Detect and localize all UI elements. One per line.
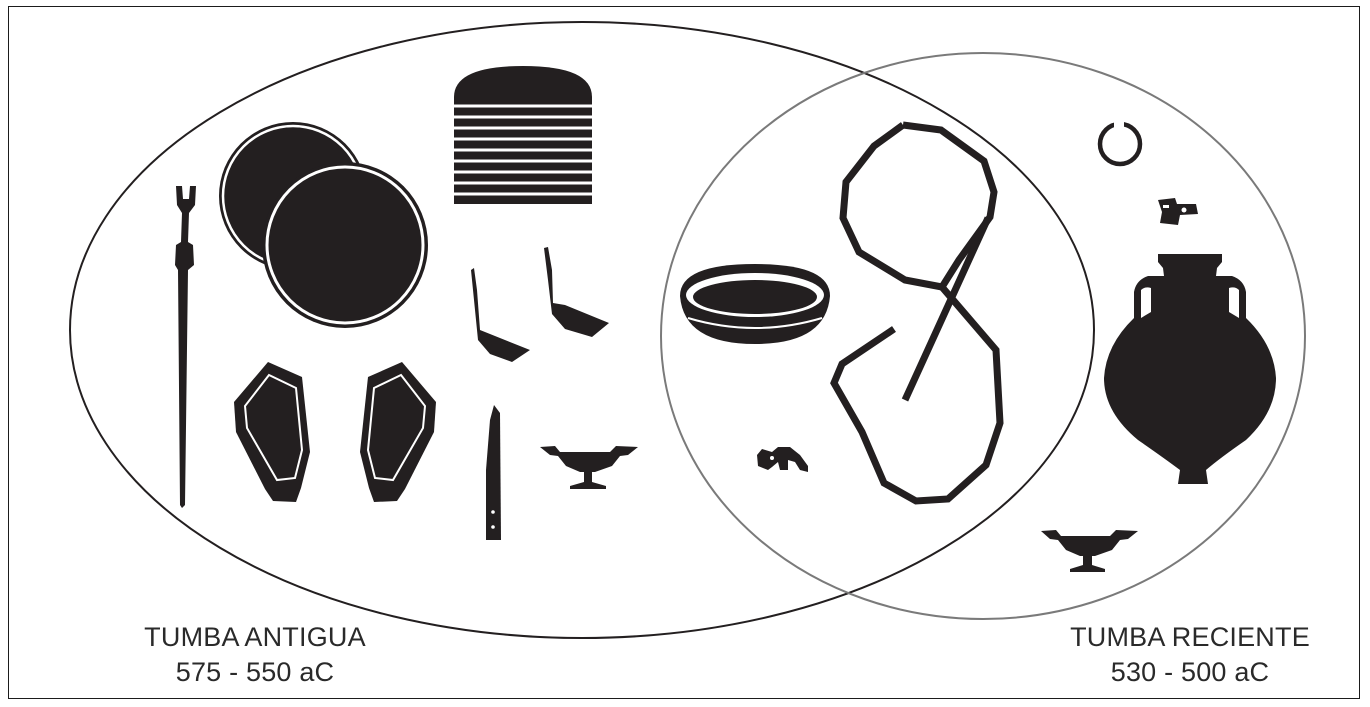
kylix-cup-icon	[540, 446, 638, 489]
old-tomb-dates: 575 - 550 aC	[105, 655, 405, 690]
amphora-icon	[1104, 254, 1276, 484]
buckle-icon	[1158, 198, 1198, 225]
ladle-icon	[471, 268, 530, 362]
new-tomb-title: TUMBA RECIENTE	[1040, 620, 1340, 655]
grill-icon	[454, 66, 592, 204]
greave-icon	[360, 362, 436, 502]
kylix-cup-icon	[1041, 530, 1138, 572]
greave-icon	[234, 362, 310, 502]
round-shield-icon	[262, 162, 428, 328]
old-tomb-caption: TUMBA ANTIGUA 575 - 550 aC	[105, 620, 405, 689]
sword-icon	[175, 186, 196, 508]
figure-eight-ring-icon	[834, 125, 1000, 501]
dish-icon	[680, 264, 830, 344]
knife-icon	[486, 405, 501, 540]
old-tomb-title: TUMBA ANTIGUA	[105, 620, 405, 655]
new-tomb-caption: TUMBA RECIENTE 530 - 500 aC	[1040, 620, 1340, 689]
fibula-icon	[757, 447, 808, 472]
ladle-icon	[544, 247, 609, 337]
new-tomb-dates: 530 - 500 aC	[1040, 655, 1340, 690]
ring-icon	[1100, 116, 1140, 164]
